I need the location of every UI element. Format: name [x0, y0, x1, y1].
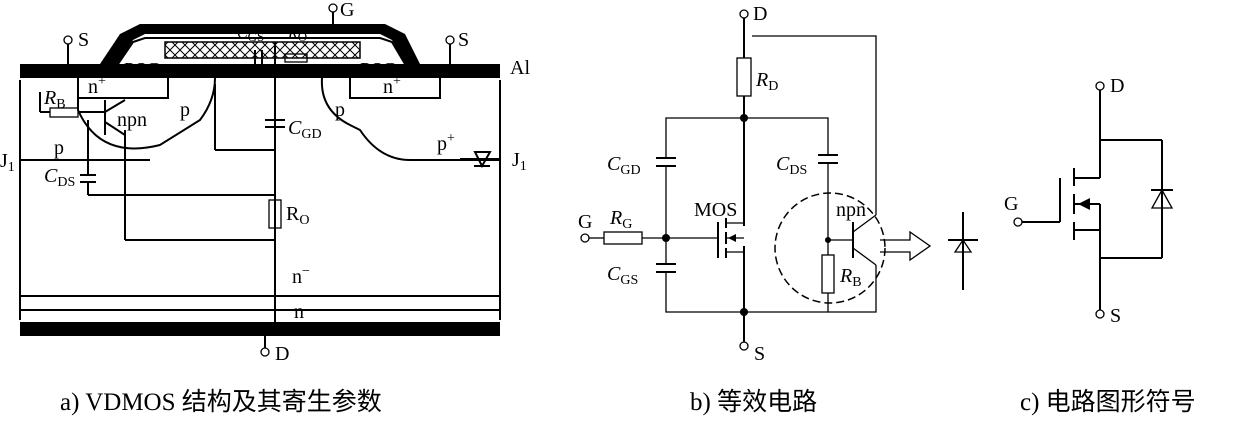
a-pplus: p+ — [437, 131, 455, 155]
b-cgs-label: CGS — [607, 263, 638, 288]
a-g: G — [340, 0, 354, 21]
a-al: Al — [510, 57, 530, 79]
a-s-left: S — [78, 29, 89, 51]
al-metal-layer — [20, 64, 500, 78]
a-rb-label: RB — [43, 87, 66, 112]
b-rb-label: RB — [839, 265, 862, 290]
a-cgd-label: CGD — [288, 117, 322, 142]
panel-b-circuit — [580, 9, 978, 351]
drain-metal — [20, 322, 500, 336]
b-cds-label: CDS — [776, 153, 807, 178]
a-nminus: n− — [292, 264, 310, 288]
b-cgd-label: CGD — [607, 153, 641, 178]
a-cds-label: CDS — [44, 165, 75, 190]
a-nplus-right: n+ — [383, 74, 401, 98]
b-g: G — [578, 211, 592, 233]
a-n-sub: n — [294, 301, 304, 323]
panel-a-structure — [19, 3, 501, 357]
caption-a: a) VDMOS 结构及其寄生参数 — [60, 388, 382, 416]
c-g: G — [1004, 193, 1018, 215]
a-p-inner: p — [180, 99, 190, 121]
a-nplus-left: n+ — [88, 74, 106, 98]
a-p-right: p — [335, 99, 345, 121]
a-npn: npn — [117, 109, 147, 131]
a-psg-right: PSG — [360, 59, 397, 81]
a-cgs-label: CGS — [237, 25, 264, 44]
a-sio2-label: SiO2 — [286, 66, 307, 79]
caption-b: b) 等效电路 — [690, 388, 817, 416]
caption-c: c) 电路图形符号 — [1020, 388, 1196, 416]
a-d: D — [275, 343, 289, 365]
b-rd-label: RD — [755, 69, 778, 94]
a-ro-label: RO — [287, 25, 307, 44]
c-d: D — [1110, 75, 1124, 97]
b-rg-label: RG — [609, 207, 632, 232]
b-mos: MOS — [694, 199, 737, 221]
a-j1-left: J1 — [0, 150, 15, 175]
a-j1-right: J1 — [512, 149, 527, 174]
b-npn: npn — [836, 199, 866, 221]
b-d: D — [753, 3, 767, 25]
a-s-right: S — [458, 29, 469, 51]
panel-c-symbol — [1013, 81, 1174, 319]
gate-metal — [100, 24, 420, 64]
a-p-left: p — [54, 137, 64, 159]
c-s: S — [1110, 305, 1121, 327]
a-psg-left: PSG — [124, 59, 161, 81]
a-ro2-label: RO — [286, 203, 309, 228]
b-s: S — [754, 343, 765, 365]
